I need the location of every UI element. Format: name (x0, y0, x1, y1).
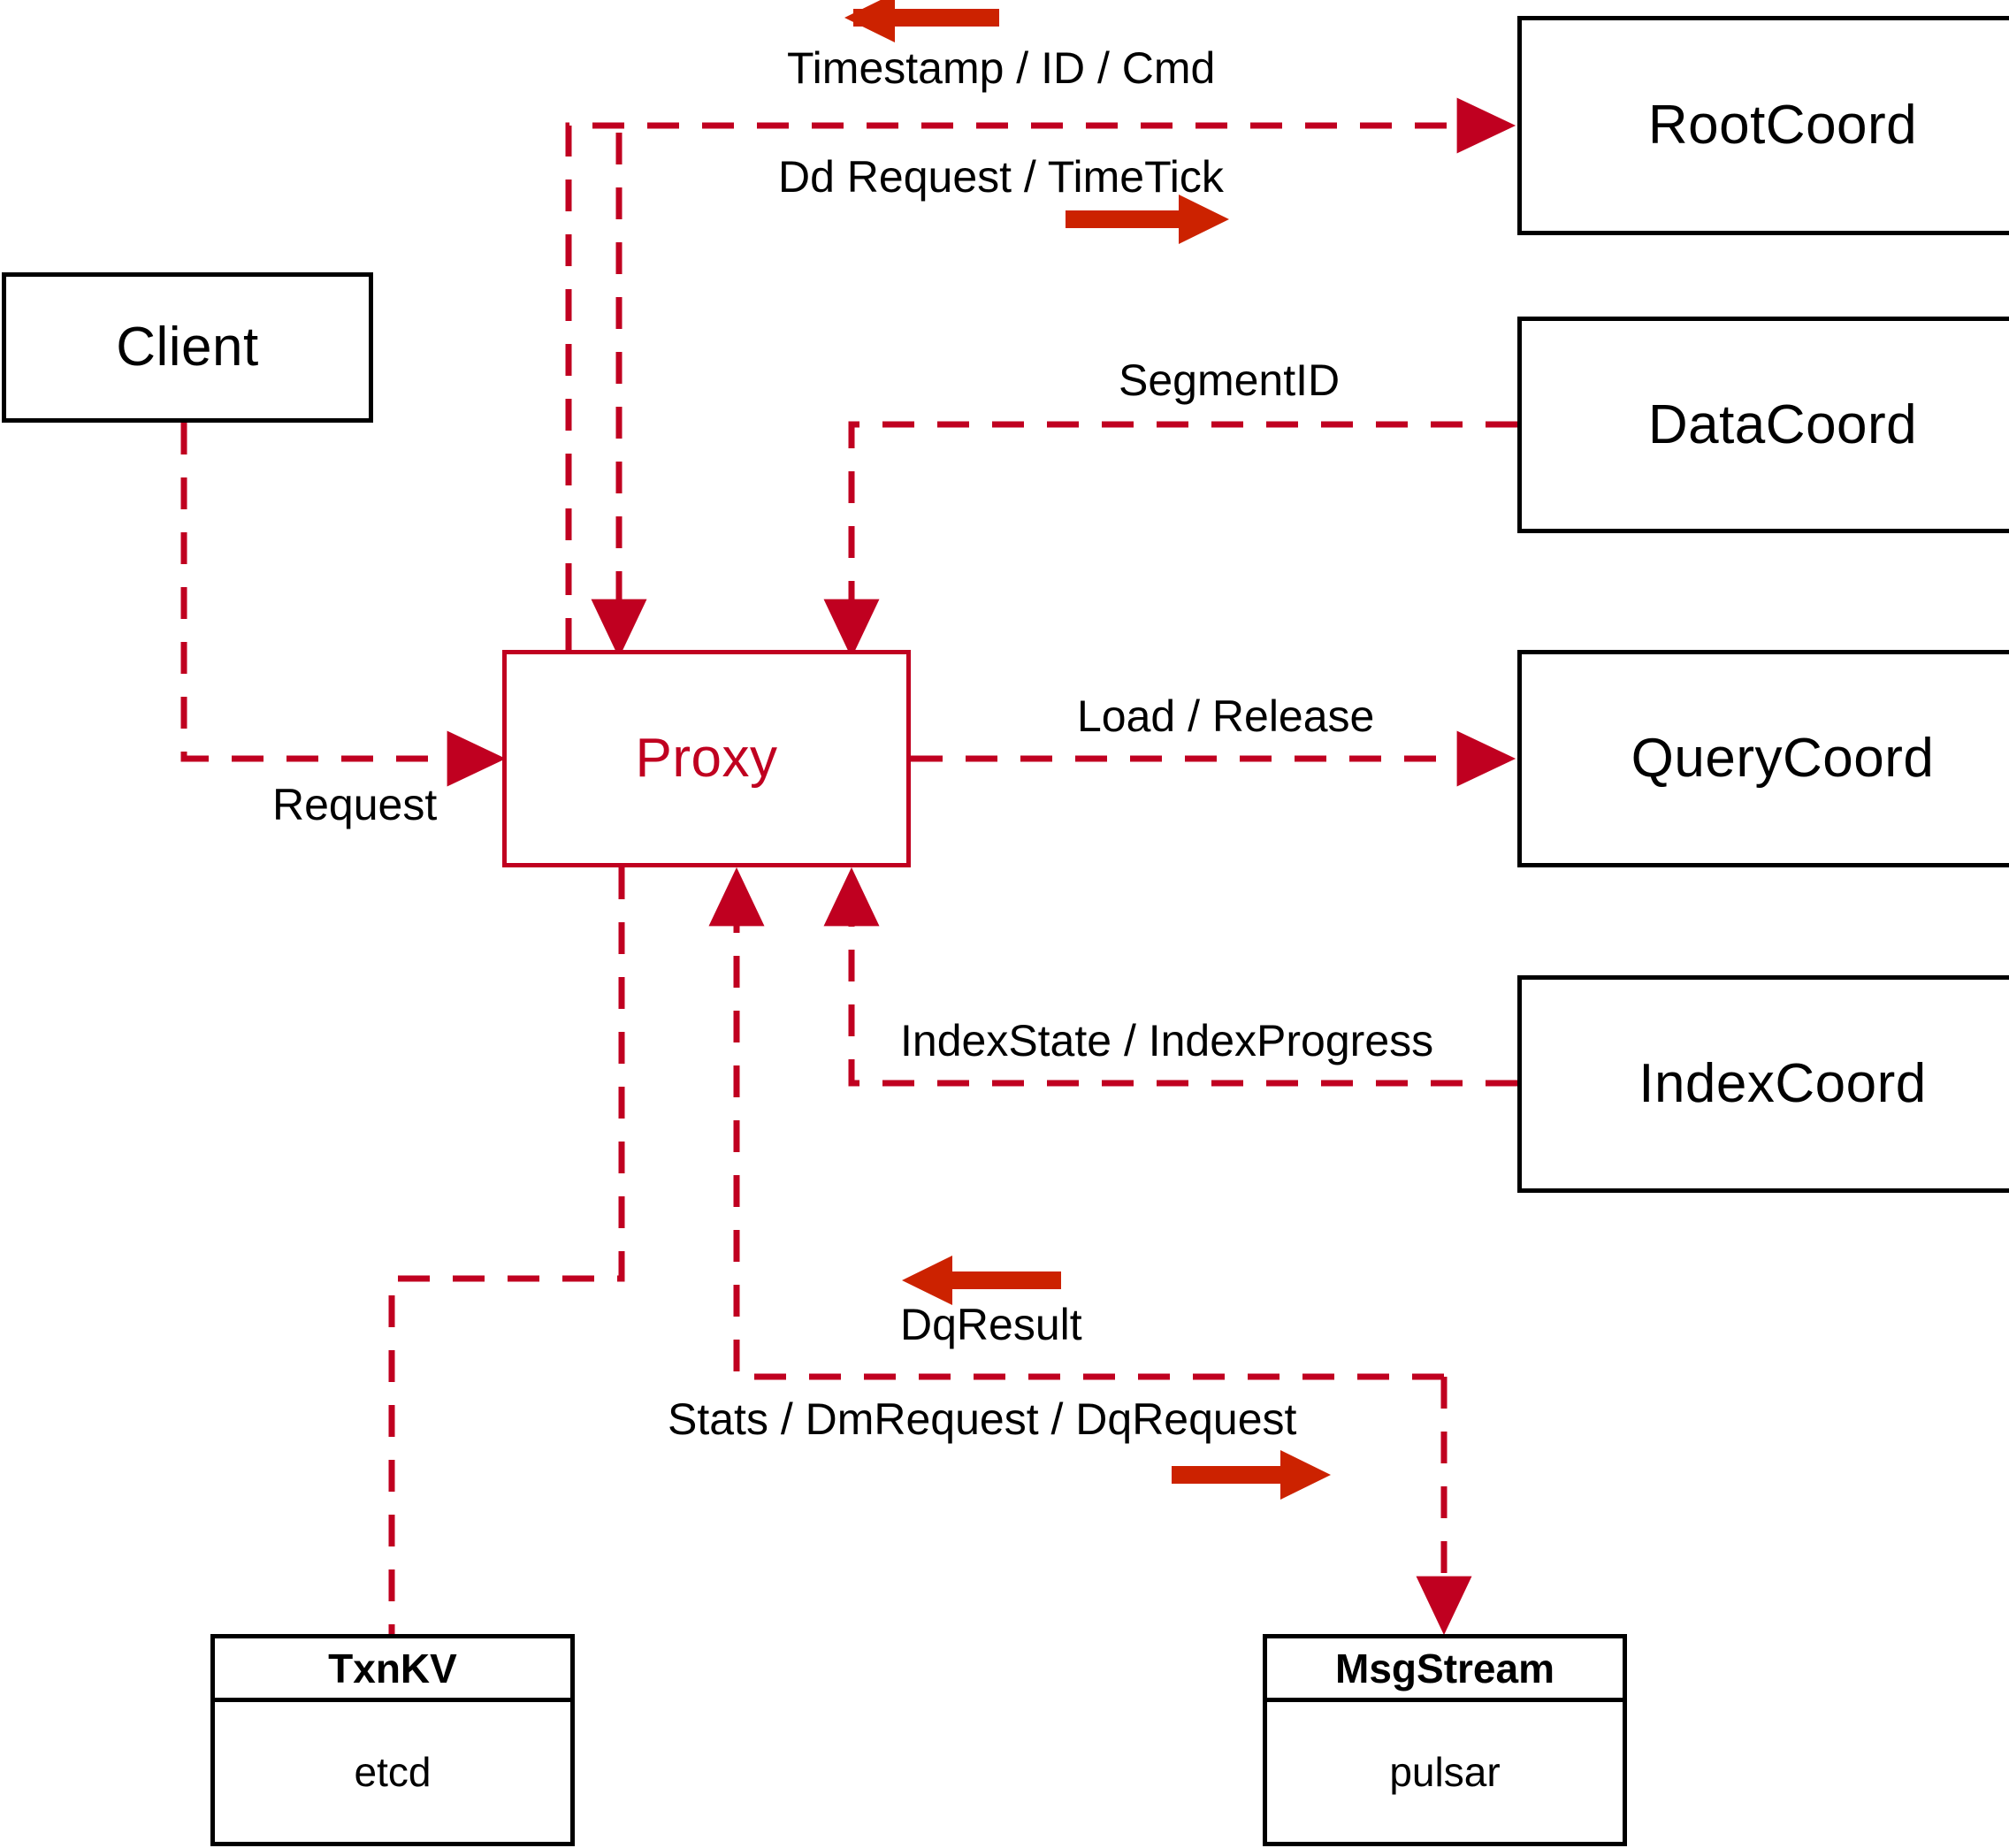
edge-client-to-proxy (180, 423, 507, 787)
node-txnkv-body: etcd (354, 1749, 432, 1795)
node-datacoord-label: DataCoord (1647, 393, 1918, 455)
node-indexcoord-label: IndexCoord (1639, 1053, 1927, 1114)
node-msgstream[interactable]: MsgStream pulsar (1263, 1634, 1627, 1846)
edge-label-stats-dm-dq-request: Stats / DmRequest / DqRequest (668, 1394, 1297, 1444)
direction-arrow-stats-dm-dq-request (1172, 1450, 1331, 1500)
node-querycoord[interactable]: QueryCoord (1517, 650, 2009, 867)
edge-label-request: Request (272, 780, 438, 829)
edge-proxy-to-txnkv (388, 867, 625, 1634)
node-proxy[interactable]: Proxy (502, 650, 911, 867)
edge-label-dq-result: DqResult (900, 1300, 1082, 1349)
edge-proxy-to-rootcoord (565, 97, 1516, 650)
node-rootcoord[interactable]: RootCoord (1517, 16, 2009, 235)
edge-label-timestamp-id-cmd: Timestamp / ID / Cmd (787, 43, 1216, 93)
direction-arrow-dd-request-timetick (1066, 195, 1229, 244)
node-txnkv[interactable]: TxnKV etcd (210, 1634, 575, 1846)
direction-arrow-timestamp-id-cmd (844, 0, 999, 42)
node-datacoord[interactable]: DataCoord (1517, 317, 2009, 533)
node-rootcoord-label: RootCoord (1647, 95, 1918, 156)
edge-label-segment-id: SegmentID (1119, 355, 1341, 405)
edge-label-dd-request-timetick: Dd Request / TimeTick (778, 152, 1224, 202)
edge-msgstream-to-proxy (708, 867, 1444, 1380)
edge-label-index-state-progress: IndexState / IndexProgress (900, 1016, 1434, 1065)
node-msgstream-header: MsgStream (1267, 1638, 1623, 1702)
node-msgstream-body: pulsar (1389, 1749, 1501, 1795)
node-proxy-label: Proxy (635, 728, 778, 789)
edge-label-load-release: Load / Release (1077, 691, 1375, 741)
node-indexcoord[interactable]: IndexCoord (1517, 975, 2009, 1193)
node-client[interactable]: Client (2, 272, 373, 423)
node-txnkv-header: TxnKV (215, 1638, 570, 1702)
node-querycoord-label: QueryCoord (1631, 728, 1935, 789)
direction-arrow-dq-result (902, 1256, 1061, 1305)
node-client-label: Client (116, 317, 259, 378)
edge-datacoord-to-proxy (823, 421, 1517, 659)
